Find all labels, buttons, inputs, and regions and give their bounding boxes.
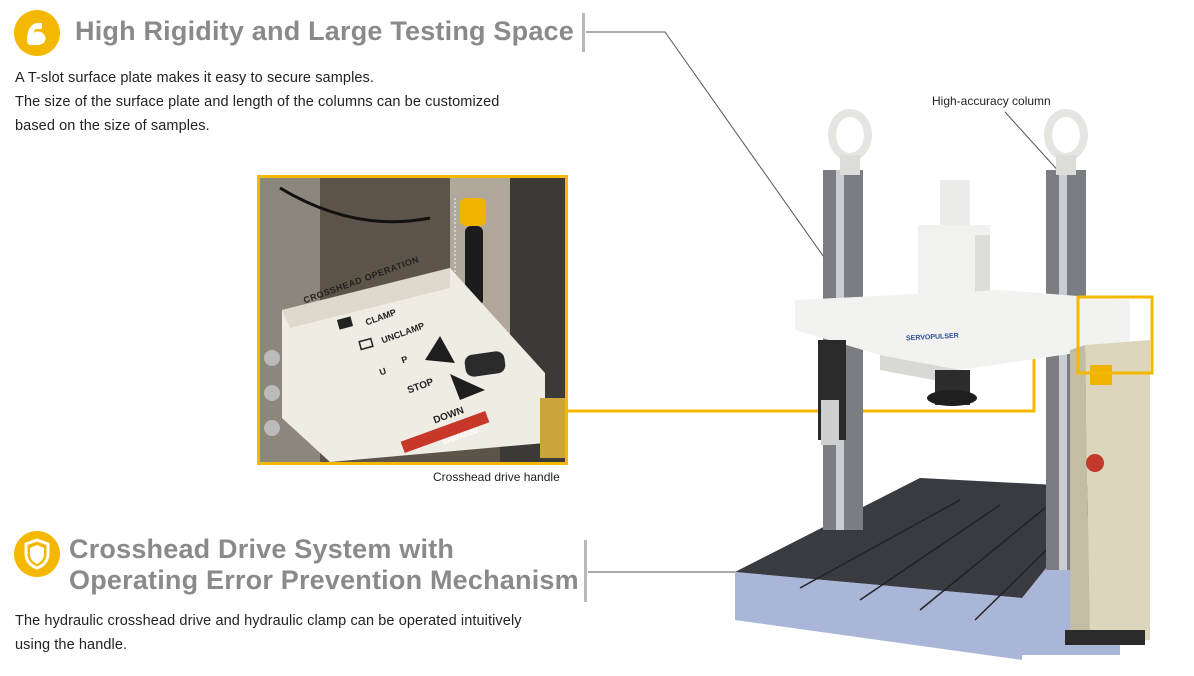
feature2-divider — [584, 540, 587, 602]
base-plate-top — [735, 478, 1110, 598]
control-tower — [1085, 340, 1150, 645]
feature2-line-1: The hydraulic crosshead drive and hydrau… — [15, 613, 522, 629]
column-callout: High-accuracy column — [932, 94, 1051, 108]
handle-highlight-box — [1076, 295, 1154, 375]
feature2-description: The hydraulic crosshead drive and hydrau… — [15, 609, 585, 657]
feature1-line-2: The size of the surface plate and length… — [15, 94, 500, 110]
feature2-title-line-2: Operating Error Prevention Mechanism — [69, 565, 579, 595]
column-leader-line — [1004, 111, 1063, 176]
left-eyebolt — [828, 109, 872, 161]
feature2-title-line-1: Crosshead Drive System with — [69, 534, 455, 564]
feature1-line-1: A T-slot surface plate makes it easy to … — [15, 70, 375, 86]
photo-caption: Crosshead drive handle — [433, 470, 560, 484]
feature1-line-3: based on the size of samples. — [15, 118, 210, 134]
shield-icon — [14, 531, 60, 577]
crosshead-handle-photo: CROSSHEAD OPERATION CLAMP UNCLAMP U P ST… — [257, 175, 568, 465]
feature1-description: A T-slot surface plate makes it easy to … — [15, 66, 585, 138]
feature1-divider — [582, 13, 585, 52]
emergency-stop-button — [1086, 454, 1104, 472]
crosshead — [795, 290, 1130, 370]
flexed-arm-icon — [14, 10, 60, 56]
right-eyebolt — [1044, 109, 1088, 161]
feature2-title: Crosshead Drive System with Operating Er… — [69, 534, 579, 596]
feature2-line-2: using the handle. — [15, 637, 128, 653]
feature1-title: High Rigidity and Large Testing Space — [75, 16, 574, 46]
